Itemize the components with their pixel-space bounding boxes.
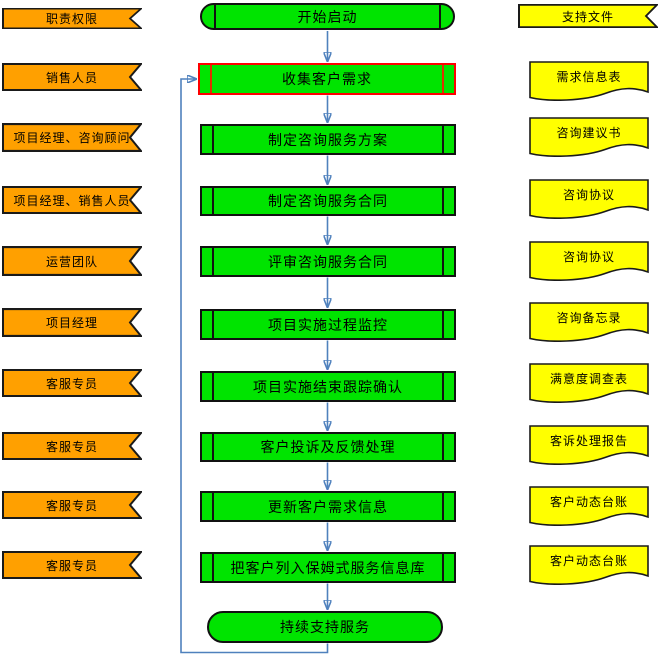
document-shape [529, 425, 649, 465]
document-shape [529, 302, 649, 342]
banner-shape [2, 63, 142, 91]
node-divider [442, 188, 444, 214]
role-banner[interactable]: 客服专员 [2, 491, 142, 519]
role-banner-label: 项目经理、咨询顾问 [13, 131, 131, 145]
document-label: 满意度调查表 [549, 372, 628, 386]
document-shape [529, 363, 649, 403]
role-banner-label: 运营团队 [45, 254, 98, 269]
flow-step-label: 项目实施过程监控 [268, 318, 388, 334]
flow-step[interactable]: 制定咨询服务合同 [200, 186, 456, 216]
flow-step-label: 更新客户需求信息 [268, 500, 388, 516]
document-label: 客诉处理报告 [549, 434, 628, 448]
document-label: 需求信息表 [556, 70, 622, 84]
banner-shape [2, 491, 142, 519]
role-banner-label: 客服专员 [45, 376, 98, 391]
flow-step-label: 客户投诉及反馈处理 [260, 441, 396, 456]
banner-shape [2, 432, 142, 460]
document-shape [529, 545, 649, 585]
node-divider [442, 434, 444, 460]
document-label: 咨询备忘录 [556, 311, 622, 325]
banner-shape [2, 551, 142, 579]
node-divider [442, 493, 444, 520]
document-shape [529, 179, 649, 219]
document-shape [529, 117, 649, 157]
document-node[interactable]: 客户动态台账 [529, 545, 649, 585]
flow-step-label: 把客户列入保姆式服务信息库 [230, 561, 426, 577]
doc-banner-header[interactable]: 支持文件 [518, 4, 658, 28]
document-label: 咨询协议 [562, 250, 615, 264]
role-banner[interactable]: 客服专员 [2, 369, 142, 397]
role-banner-label: 项目经理 [45, 316, 98, 330]
role-banner-label: 销售人员 [45, 70, 98, 85]
node-divider [439, 5, 441, 28]
banner-shape [2, 369, 142, 397]
document-shape [529, 241, 649, 281]
document-node[interactable]: 咨询备忘录 [529, 302, 649, 342]
banner-shape [518, 4, 658, 28]
end-node[interactable]: 持续支持服务 [207, 611, 443, 643]
flow-step-label: 制定咨询服务合同 [268, 195, 388, 210]
document-label: 咨询协议 [562, 188, 615, 202]
flow-step[interactable]: 项目实施过程监控 [200, 309, 456, 340]
flow-step-label: 收集客户需求 [282, 73, 372, 88]
flow-step[interactable]: 评审咨询服务合同 [200, 246, 456, 277]
role-banner-label: 职责权限 [45, 12, 98, 26]
flow-step[interactable]: 把客户列入保姆式服务信息库 [200, 552, 456, 583]
role-banner[interactable]: 运营团队 [2, 246, 142, 276]
role-banner-header[interactable]: 职责权限 [2, 8, 142, 29]
role-banner-label: 客服专员 [45, 558, 98, 573]
document-label: 客户动态台账 [549, 554, 628, 568]
banner-shape [2, 246, 142, 276]
document-node[interactable]: 客诉处理报告 [529, 425, 649, 465]
role-banner[interactable]: 销售人员 [2, 63, 142, 91]
start-node-label: 开始启动 [297, 10, 358, 26]
end-node-label: 持续支持服务 [280, 621, 370, 636]
document-node[interactable]: 客户动态台账 [529, 486, 649, 526]
flow-step[interactable]: 制定咨询服务方案 [200, 124, 456, 155]
role-banner[interactable]: 客服专员 [2, 551, 142, 579]
flow-step-label: 项目实施结束跟踪确认 [253, 380, 403, 396]
role-banner-label: 客服专员 [45, 439, 98, 454]
node-divider [442, 65, 444, 93]
role-banner[interactable]: 项目经理、咨询顾问 [2, 123, 142, 152]
flow-step-label: 评审咨询服务合同 [268, 255, 388, 271]
document-shape [529, 61, 649, 101]
flow-step[interactable]: 客户投诉及反馈处理 [200, 432, 456, 462]
document-node[interactable]: 满意度调查表 [529, 363, 649, 403]
role-banner-label: 客服专员 [45, 498, 98, 513]
flow-step[interactable]: 项目实施结束跟踪确认 [200, 371, 456, 402]
flow-step[interactable]: 更新客户需求信息 [200, 491, 456, 522]
role-banner-label: 项目经理、销售人员 [13, 193, 131, 208]
banner-shape [2, 186, 142, 214]
document-shape [529, 486, 649, 526]
banner-shape [2, 123, 142, 152]
document-node[interactable]: 咨询协议 [529, 241, 649, 281]
role-banner[interactable]: 项目经理 [2, 308, 142, 337]
role-banner[interactable]: 项目经理、销售人员 [2, 186, 142, 214]
document-label: 咨询建议书 [556, 126, 622, 140]
document-label: 客户动态台账 [549, 495, 628, 509]
node-divider [442, 248, 444, 275]
doc-banner-label: 支持文件 [561, 9, 614, 24]
document-node[interactable]: 需求信息表 [529, 61, 649, 101]
banner-shape [2, 8, 142, 29]
document-node[interactable]: 咨询协议 [529, 179, 649, 219]
banner-shape [2, 308, 142, 337]
node-divider [442, 311, 444, 338]
role-banner[interactable]: 客服专员 [2, 432, 142, 460]
flow-step-label: 制定咨询服务方案 [268, 133, 388, 149]
node-divider [442, 554, 444, 581]
node-divider [442, 126, 444, 153]
flow-step-highlighted[interactable]: 收集客户需求 [198, 63, 456, 95]
node-divider [214, 5, 216, 28]
document-node[interactable]: 咨询建议书 [529, 117, 649, 157]
start-node[interactable]: 开始启动 [200, 3, 455, 30]
node-divider [442, 373, 444, 400]
